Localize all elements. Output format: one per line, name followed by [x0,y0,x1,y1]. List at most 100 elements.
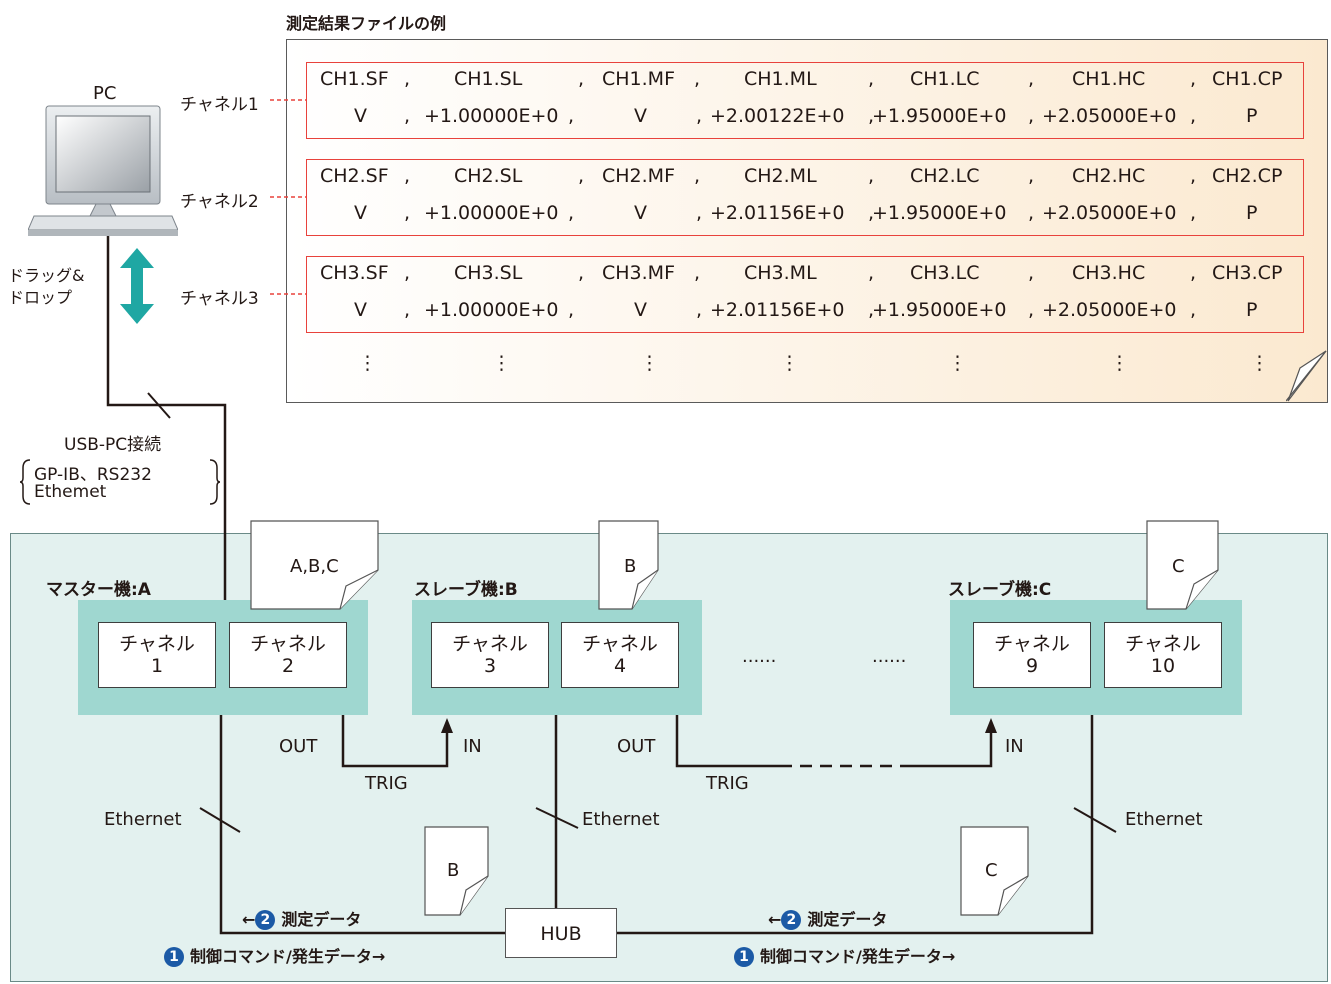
value-cell: , [568,105,575,127]
file-note-c-hub [960,826,1029,916]
channel-2-label: チャネル2 [180,192,259,212]
continuation-dots: ⋮ [780,352,799,374]
value-cell: , [1190,299,1197,321]
step-1-badge: 1 [164,947,184,967]
usb-pc-label: USB-PC接続 [64,435,162,455]
master-label: マスター機:A [46,580,151,600]
ethernet-label-b: Ethernet [582,809,660,830]
header-cell: CH2.CP [1212,165,1283,187]
hub-box: HUB [505,908,617,958]
value-cell: P [1246,299,1258,321]
header-cell: CH2.SL [454,165,523,187]
more-devices-dots-2: ...... [872,646,907,667]
header-cell: CH1.ML [744,68,817,90]
ethernet-label-a: Ethernet [104,809,182,830]
header-cell: , [578,165,585,187]
pc-icon [28,105,178,236]
slave-c-label: スレーブ機:C [948,580,1052,600]
more-devices-dots-1: ...... [742,646,777,667]
value-cell: , [1190,105,1197,127]
out-label-a: OUT [279,736,318,757]
in-label-c: IN [1005,736,1024,757]
ethernet-label-c: Ethernet [1125,809,1203,830]
header-cell: CH1.CP [1212,68,1283,90]
note-abc-label: A,B,C [290,556,339,577]
header-cell: CH1.MF [602,68,676,90]
value-cell: V [354,202,367,224]
header-cell: , [578,68,585,90]
value-cell: +2.01156E+0 [710,299,845,321]
pc-label: PC [93,83,117,104]
trig-label-2: TRIG [706,773,749,794]
step-2-badge: 2 [255,910,276,930]
channel-2-record [306,159,1304,236]
out-label-b: OUT [617,736,656,757]
note-c-hub-label: C [985,860,998,881]
header-cell: , [1028,68,1035,90]
header-cell: , [694,68,701,90]
file-note-b-hub [424,826,489,916]
value-cell: V [634,299,647,321]
value-cell: +2.00122E+0 [710,105,845,127]
value-cell: P [1246,202,1258,224]
value-cell: , [1190,202,1197,224]
channel-3-label: チャネル3 [180,289,259,309]
value-cell: +1.95000E+0 [872,105,1007,127]
drag-drop-label-1: ドラッグ& [8,266,85,285]
header-cell: CH3.MF [602,262,676,284]
value-cell: , [696,105,703,127]
header-cell: CH3.LC [910,262,980,284]
header-cell: , [1028,262,1035,284]
header-cell: CH3.SF [320,262,389,284]
in-label-b: IN [463,736,482,757]
continuation-dots: ⋮ [948,352,967,374]
header-cell: , [1190,68,1197,90]
header-cell: CH2.LC [910,165,980,187]
value-cell: +2.01156E+0 [710,202,845,224]
value-cell: , [404,105,411,127]
value-cell: , [568,202,575,224]
value-cell: +1.00000E+0 [424,299,559,321]
header-cell: , [404,68,411,90]
continuation-dots: ⋮ [640,352,659,374]
header-cell: CH1.HC [1072,68,1146,90]
value-cell: +2.05000E+0 [1042,299,1177,321]
value-cell: V [354,105,367,127]
value-cell: V [354,299,367,321]
header-cell: CH3.ML [744,262,817,284]
continuation-dots: ⋮ [1250,352,1269,374]
value-cell: , [868,105,875,127]
value-cell: , [868,299,875,321]
value-cell: , [696,299,703,321]
value-cell: +1.00000E+0 [424,202,559,224]
file-note-c [1146,520,1219,610]
value-cell: , [404,299,411,321]
file-note-b [598,520,659,610]
drag-drop-label-2: ドロップ [8,288,73,307]
header-cell: , [404,262,411,284]
value-cell: , [404,202,411,224]
step-1-badge: 1 [734,947,754,967]
header-cell: CH1.SF [320,68,389,90]
file-note-abc [250,520,379,610]
slave-b-label: スレーブ機:B [414,580,518,600]
value-cell: , [568,299,575,321]
connection-types-line2: Ethemet [34,482,107,502]
value-cell: +1.00000E+0 [424,105,559,127]
header-cell: , [1028,165,1035,187]
note-b-label: B [624,556,637,577]
value-cell: , [1028,105,1035,127]
connection-types-line1: GP-IB、RS232 [34,465,152,485]
header-cell: CH1.LC [910,68,980,90]
header-cell: , [694,165,701,187]
channel-1-label: チャネル1 [180,95,259,115]
value-cell: V [634,202,647,224]
